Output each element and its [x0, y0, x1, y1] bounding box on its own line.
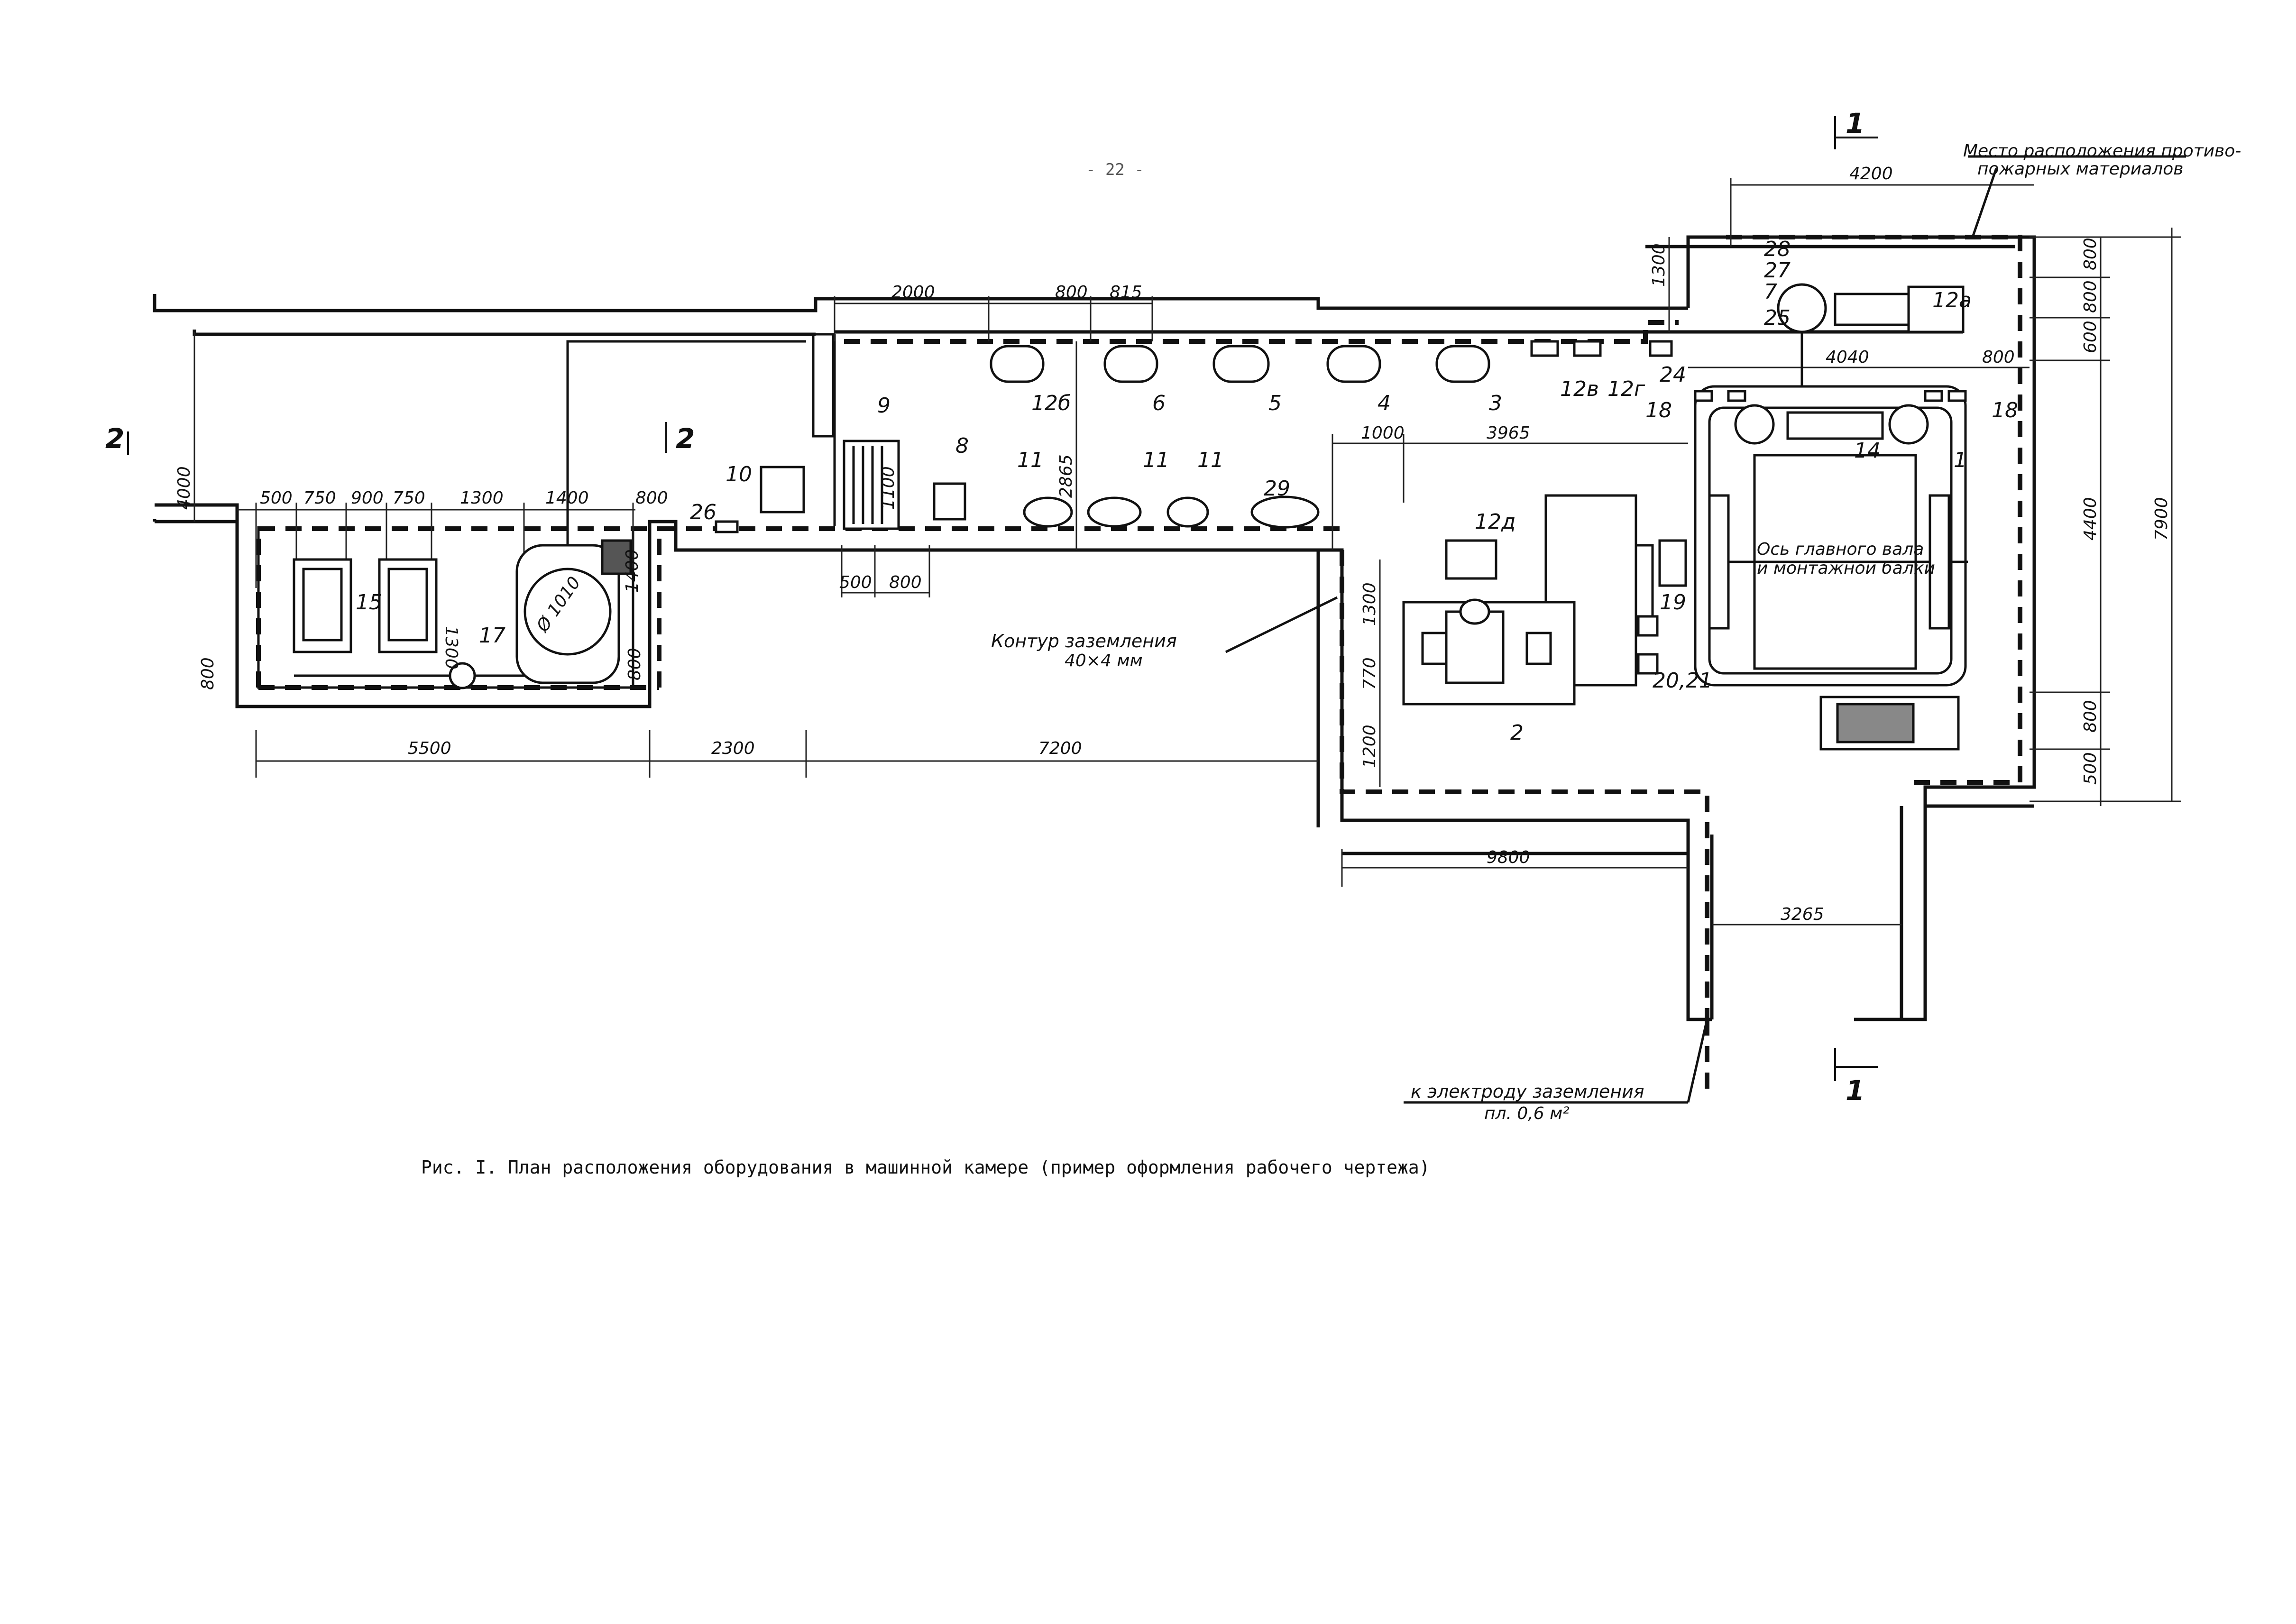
valve-17 — [449, 662, 476, 689]
item-14: 14 — [1854, 439, 1881, 463]
dim-800-top: 800 — [1055, 283, 1088, 302]
grounding-contour — [256, 235, 2022, 1091]
leader-lines — [1225, 155, 2186, 1104]
item-29: 29 — [1264, 477, 1290, 501]
dim-1000: 1000 — [1361, 423, 1405, 443]
item-20-21: 20,21 — [1653, 669, 1712, 693]
item-11b: 11 — [1143, 448, 1169, 472]
dim-9800: 9800 — [1487, 848, 1530, 867]
fire-materials-2: пожарных материалов — [1977, 159, 2184, 179]
dim-800-r2: 800 — [2081, 280, 2100, 313]
item-2: 2 — [1510, 721, 1524, 745]
page-number: - 22 - — [1086, 160, 1144, 179]
item-18a: 18 — [1645, 398, 1672, 422]
dim-800-r3: 800 — [2081, 700, 2100, 733]
item-4: 4 — [1378, 391, 1391, 415]
dim-800-b: 800 — [889, 573, 922, 592]
electrode-label: к электроду заземления — [1411, 1081, 1644, 1102]
dim-800-r: 800 — [1982, 348, 2015, 367]
dim-7200: 7200 — [1038, 739, 1082, 758]
dim-800-r1: 800 — [2081, 238, 2100, 270]
item-12a: 12а — [1932, 288, 1972, 312]
dim-800-left: 800 — [198, 657, 218, 690]
dim-1100: 1100 — [879, 466, 898, 510]
dim-5500: 5500 — [408, 739, 451, 758]
item-12g: 12г — [1607, 377, 1645, 401]
dim-800-v: 800 — [625, 648, 644, 680]
item-28: 28 — [1764, 237, 1791, 261]
item-1: 1 — [1954, 448, 1967, 472]
dim-900: 900 — [351, 488, 384, 508]
item-12d: 12д — [1475, 510, 1515, 534]
ground-loop-size: 40×4 мм — [1065, 651, 1143, 670]
item-27: 27 — [1764, 258, 1791, 283]
electrode-area: пл. 0,6 м² — [1484, 1104, 1570, 1123]
ground-loop-label: Контур заземления — [991, 631, 1177, 651]
item-7: 7 — [1764, 280, 1777, 304]
item-3: 3 — [1489, 391, 1502, 415]
dim-500-r: 500 — [2081, 752, 2100, 785]
dim-600: 600 — [2081, 321, 2100, 353]
dim-2865: 2865 — [1056, 454, 1076, 498]
dim-1400: 1400 — [545, 488, 589, 508]
item-9: 9 — [877, 394, 891, 418]
item-19: 19 — [1660, 590, 1686, 615]
dim-815: 815 — [1110, 283, 1142, 302]
dimension-lines — [193, 178, 2181, 926]
dim-1300-v: 1300 — [441, 626, 461, 670]
text-labels: 1 1 2 2 500 750 900 750 1300 1400 800 13… — [105, 107, 2241, 1123]
item-12b: 12б — [1031, 391, 1071, 415]
fire-materials-1: Место расположения противо- — [1963, 141, 2241, 161]
receiver-tank — [523, 568, 612, 656]
dim-1300-top: 1300 — [1649, 243, 1669, 287]
item-11a: 11 — [1017, 448, 1044, 472]
shaft-axis-2: и монтажной балки — [1757, 559, 1935, 578]
dim-750b: 750 — [393, 488, 425, 508]
dim-4000: 4000 — [174, 466, 194, 510]
item-15: 15 — [356, 590, 382, 615]
item-25: 25 — [1764, 306, 1791, 330]
dim-3965: 3965 — [1487, 423, 1530, 443]
section-2-mid: 2 — [676, 422, 695, 455]
equipment — [293, 283, 1968, 751]
fan-10 — [760, 466, 805, 514]
item-17: 17 — [479, 624, 505, 648]
item-12v: 12в — [1560, 377, 1599, 401]
figure-caption: Рис. I. План расположения оборудования в… — [421, 1157, 1430, 1178]
item-24: 24 — [1660, 363, 1686, 387]
section-marks — [127, 116, 1878, 1081]
item-26: 26 — [690, 500, 716, 524]
section-1-bottom: 1 — [1846, 1074, 1864, 1107]
item-18b: 18 — [1992, 398, 2018, 422]
dim-7900: 7900 — [2152, 497, 2171, 541]
section-2-left: 2 — [105, 422, 124, 455]
dim-3265: 3265 — [1781, 905, 1824, 924]
dim-1300: 1300 — [460, 488, 504, 508]
item-8: 8 — [955, 434, 969, 458]
dim-770: 770 — [1360, 657, 1379, 690]
dim-2300: 2300 — [711, 739, 755, 758]
dim-800: 800 — [635, 488, 668, 508]
dim-4040: 4040 — [1826, 348, 1869, 367]
dim-2000: 2000 — [891, 283, 935, 302]
item-5: 5 — [1268, 391, 1282, 415]
cabinet-8 — [933, 482, 966, 521]
section-1-top: 1 — [1846, 107, 1864, 139]
item-11c: 11 — [1197, 448, 1224, 472]
dim-4200: 4200 — [1849, 164, 1893, 184]
dim-1400-v: 1400 — [623, 549, 642, 593]
shaft-axis-1: Ось главного вала — [1757, 540, 1924, 559]
item-6: 6 — [1152, 391, 1166, 415]
dim-500: 500 — [260, 488, 293, 508]
dim-4400: 4400 — [2081, 497, 2100, 541]
dim-1200: 1200 — [1360, 725, 1379, 768]
dim-750: 750 — [303, 488, 336, 508]
dim-500-b: 500 — [839, 573, 872, 592]
item-10: 10 — [726, 462, 752, 486]
dim-1300-r: 1300 — [1360, 582, 1379, 626]
